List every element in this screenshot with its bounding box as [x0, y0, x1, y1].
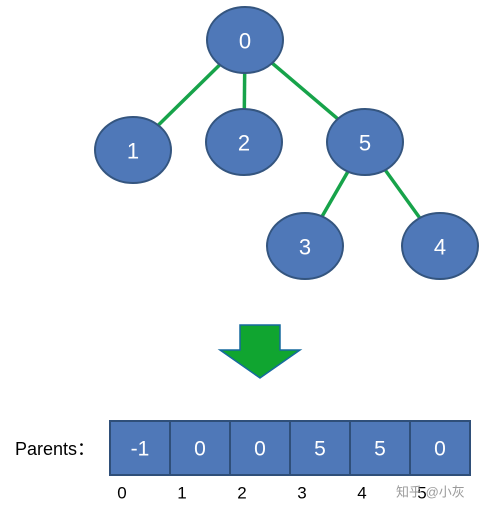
tree-node-circle — [326, 108, 404, 176]
tree-node-4: 4 — [401, 212, 479, 280]
tree-node-1: 1 — [94, 116, 172, 184]
parents-cell-box — [409, 420, 471, 476]
parents-cell-2: 0 — [229, 420, 291, 476]
tree-node-label: 1 — [127, 139, 139, 164]
array-index-0: 0 — [117, 484, 126, 503]
parents-cell-0: -1 — [109, 420, 171, 476]
tree-node-label: 3 — [299, 235, 311, 260]
parents-cell-value: 0 — [254, 438, 266, 461]
parents-cell-box — [289, 420, 351, 476]
array-index-2: 2 — [237, 484, 246, 503]
tree-node-0: 0 — [206, 6, 284, 74]
array-indices: 0 1 2 3 4 5 — [117, 484, 426, 503]
down-arrow-icon — [217, 324, 303, 379]
tree-node-circle — [205, 108, 283, 176]
array-index-4: 4 — [357, 484, 366, 503]
parents-cell-box — [169, 420, 231, 476]
parents-cell-value: 0 — [434, 438, 446, 461]
array-index-3: 3 — [297, 484, 306, 503]
parents-cell-box — [229, 420, 291, 476]
parents-cell-box — [349, 420, 411, 476]
array-index-1: 1 — [177, 484, 186, 503]
parents-cell-5: 0 — [409, 420, 471, 476]
parents-cell-1: 0 — [169, 420, 231, 476]
tree-node-3: 3 — [266, 212, 344, 280]
parents-cell-3: 5 — [289, 420, 351, 476]
tree-node-2: 2 — [205, 108, 283, 176]
array-index-5: 5 — [417, 484, 426, 503]
parents-cell-box — [109, 420, 171, 476]
tree-node-label: 0 — [239, 29, 251, 54]
parents-cell-value: -1 — [131, 438, 150, 461]
parents-cell-value: 0 — [194, 438, 206, 461]
tree-nodes: 0 1 2 5 3 4 — [94, 6, 479, 280]
tree-node-label: 2 — [238, 131, 250, 156]
tree-node-circle — [401, 212, 479, 280]
tree-node-label: 5 — [359, 131, 371, 156]
watermark: 知乎 @小灰 — [396, 485, 465, 500]
tree-node-circle — [94, 116, 172, 184]
tree-node-5: 5 — [326, 108, 404, 176]
parents-array: -1 0 0 5 5 0 — [109, 420, 471, 476]
tree-node-circle — [206, 6, 284, 74]
tree-node-circle — [266, 212, 344, 280]
parents-cell-4: 5 — [349, 420, 411, 476]
parents-cell-value: 5 — [374, 438, 386, 461]
parents-cell-value: 5 — [314, 438, 326, 461]
tree-node-label: 4 — [434, 235, 446, 260]
parents-label: Parents： — [15, 439, 95, 459]
